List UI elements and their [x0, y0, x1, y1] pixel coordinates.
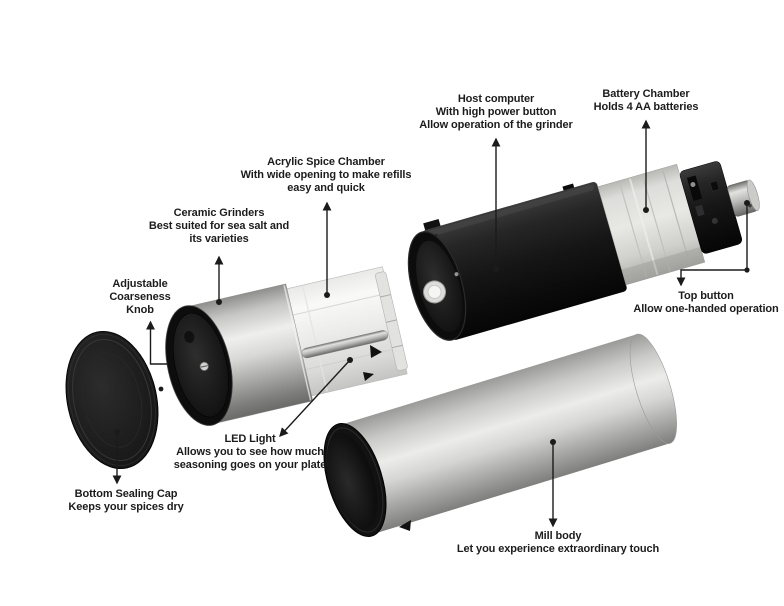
shading-detail: [695, 204, 705, 217]
shading-detail: [323, 423, 387, 537]
shading-detail: [200, 365, 208, 368]
inline-arrow-icon: [363, 372, 374, 381]
callout-title: Bottom Sealing Cap: [74, 488, 178, 500]
shading-detail: [709, 180, 720, 192]
mill-closed-end: [629, 333, 677, 444]
callout-bottom-sealing-cap: Bottom Sealing Cap Keeps your spices dry: [68, 488, 183, 514]
callout-arrow-adjustable-knob: [146, 320, 168, 365]
callout-desc: Let you experience extraordinary touch: [456, 543, 660, 555]
host-computer-unit: [407, 161, 760, 341]
callout-adjustable-coarseness-knob: Adjustable Coarseness Knob: [109, 278, 170, 317]
shading-detail: [290, 293, 387, 317]
sealing-cap-disc: [65, 330, 159, 470]
shading-detail: [68, 334, 156, 466]
callout-host-computer: Host computer With high power button All…: [419, 93, 573, 132]
callout-title: Host computer: [457, 93, 535, 105]
shading-detail: [380, 294, 392, 298]
grinder-head-assembly: [165, 266, 408, 426]
sealing-cap-ring: [72, 338, 152, 462]
callout-desc: Allows you to see how much: [176, 446, 324, 458]
shading-detail: [165, 305, 233, 426]
shading-detail: [619, 182, 648, 278]
callout-title: Ceramic Grinders: [173, 207, 265, 219]
inline-arrow-icon: [399, 520, 411, 531]
callout-title: Battery Chamber: [602, 88, 690, 100]
callout-battery-chamber: Battery Chamber Holds 4 AA batteries: [594, 88, 699, 114]
sealing-cap-inner-ring: [81, 352, 143, 448]
shading-detail: [302, 285, 328, 392]
callout-top-button: Top button Allow one-handed operation: [633, 290, 778, 316]
callout-title: Mill body: [534, 530, 582, 542]
callout-desc: Allow operation of the grinder: [419, 119, 573, 131]
callout-dot-top-button-corner: [744, 267, 750, 273]
callout-endpoint-dots: [114, 200, 750, 445]
mill-interior: [326, 432, 378, 530]
callout-desc: seasoning goes on your plate: [173, 459, 327, 471]
callout-title: Acrylic Spice Chamber: [267, 156, 385, 168]
callout-dot-host-computer: [492, 265, 500, 273]
battery-contact-slot: [686, 175, 703, 202]
callout-arrow-top-button: [676, 203, 748, 287]
callout-dot-acrylic-spice-chamber: [324, 292, 330, 298]
shading-detail: [662, 171, 691, 264]
shading-detail: [391, 344, 403, 349]
shading-detail: [711, 217, 718, 224]
callout-desc: its varieties: [189, 233, 249, 245]
shading-detail: [628, 178, 659, 276]
bottom-sealing-cap: [65, 330, 159, 470]
shading-detail: [746, 179, 760, 211]
callout-dot-knob: [158, 386, 164, 392]
callout-desc: Allow one-handed operation: [633, 303, 779, 315]
callout-title: Top button: [678, 290, 734, 302]
callout-dot-ceramic-grinders: [216, 299, 222, 305]
callout-dot-top-button: [744, 200, 750, 206]
callout-dot-mill-body: [550, 439, 556, 445]
callout-arrow-led-light: [279, 359, 351, 437]
shading-detail: [641, 174, 671, 272]
shading-detail: [454, 272, 459, 277]
callout-mill-body: Mill body Let you experience extraordina…: [457, 530, 659, 556]
shading-detail: [184, 331, 195, 343]
callout-dot-bottom-sealing-cap: [114, 429, 120, 435]
callout-desc: easy and quick: [287, 182, 365, 194]
callout-led-light: LED Light Allows you to see how much sea…: [173, 433, 327, 472]
battery-contact-spring: [690, 182, 696, 188]
callout-desc: With high power button: [435, 106, 557, 118]
callout-desc: Keeps your spices dry: [68, 501, 184, 513]
shading-detail: [283, 285, 312, 401]
shading-detail: [407, 231, 467, 341]
callout-ceramic-grinders: Ceramic Grinders Best suited for sea sal…: [149, 207, 289, 246]
callout-lines: [112, 119, 748, 528]
callout-dot-led-light: [347, 357, 353, 363]
inline-arrow-icon: [370, 345, 382, 358]
callout-desc: Holds 4 AA batteries: [593, 101, 699, 113]
mill-body-tube: [323, 333, 677, 537]
callout-desc: Best suited for sea salt and: [148, 220, 290, 232]
callout-title: Adjustable: [112, 278, 168, 290]
callout-dot-battery-chamber: [643, 207, 649, 213]
callout-title: LED Light: [224, 433, 276, 445]
mill-body-shell: [338, 334, 671, 535]
shading-detail: [385, 319, 397, 323]
shading-detail: [621, 246, 705, 285]
callout-title: Coarseness: [109, 291, 171, 303]
callout-desc: With wide opening to make refills: [240, 169, 412, 181]
shading-detail: [426, 184, 594, 238]
callout-title: Knob: [126, 304, 154, 316]
power-button-center: [427, 285, 442, 299]
callout-acrylic-spice-chamber: Acrylic Spice Chamber With wide opening …: [241, 156, 412, 195]
host-computer-body: [422, 181, 627, 340]
